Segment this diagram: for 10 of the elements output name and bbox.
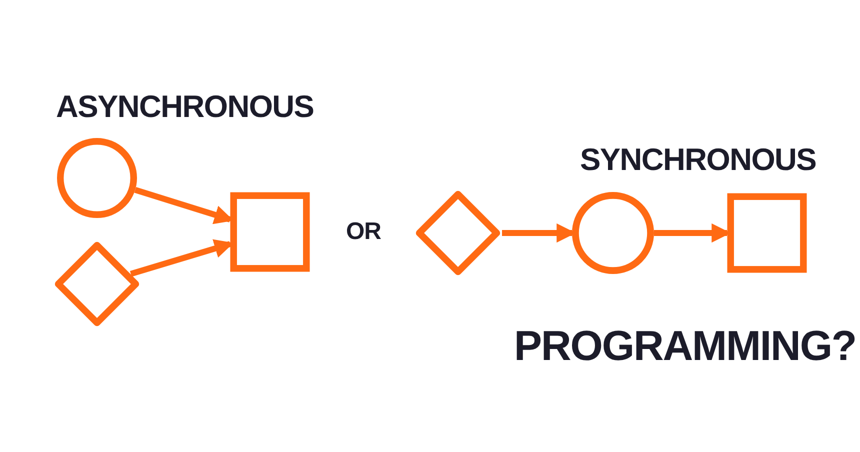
diamond-shape [53, 240, 141, 328]
box-shape [727, 193, 807, 273]
circle-shape [57, 138, 137, 218]
heading-text: PROGRAMMING? [514, 321, 856, 371]
box-shape [230, 192, 310, 272]
heading-text: SYNCHRONOUS [580, 141, 816, 179]
heading-text: ASYNCHRONOUS [56, 88, 314, 126]
heading-text: OR [346, 217, 381, 247]
circle-shape [572, 192, 654, 274]
diamond-shape [414, 189, 502, 277]
